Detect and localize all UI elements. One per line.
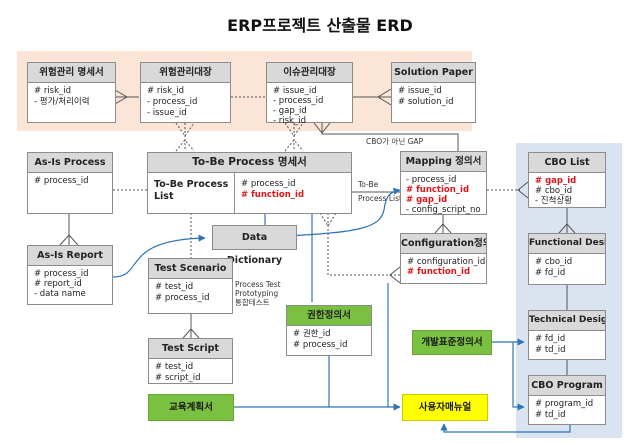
optional-crowfoot-icon: [175, 122, 195, 137]
field: # process_id: [241, 179, 296, 189]
field: - config_script_no: [406, 205, 481, 215]
entity-title: 위험관리대장: [141, 63, 230, 83]
doc-user-manual[interactable]: 사용자매뉴얼: [402, 394, 488, 421]
flow-datadict-mapping: [287, 187, 401, 237]
page-title: ERP프로젝트 산출물 ERD: [227, 16, 413, 35]
field: # script_id: [155, 373, 201, 383]
tobe-process-list-label: To-Be Process List: [148, 173, 235, 213]
test-type-label: 통합테스트: [235, 298, 270, 307]
field: # 권한_id: [293, 329, 331, 339]
entity-title: 이슈관리대장: [267, 63, 352, 83]
key-field: # function_id: [407, 267, 471, 277]
crowfoot-icon: [182, 328, 200, 339]
field: # process_id: [34, 269, 89, 279]
entity-asis-report[interactable]: As-Is Report # process_id # report_id - …: [27, 245, 113, 305]
field: # risk_id: [147, 86, 185, 96]
entity-configuration[interactable]: Configuration정의 # configuration_id # fun…: [400, 233, 487, 284]
key-field: # function_id: [241, 190, 305, 200]
key-field: # gap_id: [535, 176, 577, 186]
entity-tobe-process[interactable]: To-Be Process 명세서 To-Be Process List # p…: [147, 152, 352, 214]
flow-report-datadict: [112, 234, 206, 278]
entity-title: Solution Paper: [392, 63, 475, 83]
field: - data name: [34, 289, 86, 299]
entity-title: CBO Program: [529, 376, 605, 396]
entity-mapping[interactable]: Mapping 정의서 - process_id # function_id #…: [400, 151, 487, 215]
entity-auth-spec[interactable]: 권한정의서 # 권한_id # process_id: [286, 305, 372, 356]
doc-training-plan[interactable]: 교육계획서: [148, 394, 234, 421]
field: - gap_id: [273, 106, 307, 116]
entity-title: Configuration정의: [401, 234, 486, 254]
field: - process_id: [147, 97, 198, 107]
label-tobe: To-Be: [358, 180, 379, 189]
key-field: # gap_id: [406, 195, 448, 205]
entity-title: Functional Design: [529, 234, 605, 254]
crowfoot-icon: [558, 223, 576, 234]
field: - risk_id: [273, 116, 306, 126]
field: - process_id: [273, 96, 324, 106]
rel-issue-mapping: [321, 123, 459, 151]
entity-title: As-Is Process: [28, 153, 112, 173]
entity-cbo-program[interactable]: CBO Program # program_id # td_id: [528, 375, 606, 425]
entity-technical-design[interactable]: Technical Design # fd_id # td_id: [528, 310, 606, 360]
crowfoot-icon: [389, 266, 401, 284]
entity-title: Technical Design: [529, 311, 605, 331]
entity-risk-ledger[interactable]: 위험관리대장 # risk_id - process_id - issue_id: [140, 62, 231, 123]
field: # risk_id: [34, 86, 72, 96]
field: - issue_id: [147, 108, 187, 118]
field: - process_id: [406, 175, 457, 185]
crowfoot-icon: [377, 88, 392, 106]
entity-test-scenario[interactable]: Test Scenario # test_id # process_id: [148, 258, 233, 314]
entity-title: Mapping 정의서: [401, 152, 486, 172]
field: # fd_id: [535, 268, 566, 278]
crowfoot-icon: [59, 234, 79, 246]
entity-risk-spec[interactable]: 위험관리 명세서 # risk_id - 평가/처리이력: [27, 62, 116, 123]
flow-devstd-program: [512, 342, 525, 411]
entity-test-script[interactable]: Test Script # test_id # script_id: [148, 338, 233, 384]
doc-dev-standard[interactable]: 개발표준정의서: [412, 330, 492, 355]
entity-title: 위험관리 명세서: [28, 63, 115, 83]
field: # process_id: [155, 293, 210, 303]
entity-title: As-Is Report: [28, 246, 112, 266]
doc-data-dictionary[interactable]: Data Dictionary: [212, 225, 297, 266]
field: - 평가/처리이력: [34, 97, 90, 107]
field: # issue_id: [398, 86, 442, 96]
field: # configuration_id: [407, 257, 486, 267]
field: # cbo_id: [535, 257, 573, 267]
flow-program-manual: [440, 423, 571, 433]
entity-title: CBO List: [529, 153, 605, 173]
entity-title: Test Script: [149, 339, 232, 359]
entity-cbo-list[interactable]: CBO List # gap_id # cbo_id - 진척상황: [528, 152, 606, 208]
crowfoot-icon: [114, 89, 128, 105]
entity-solution-paper[interactable]: Solution Paper # issue_id # solution_id: [391, 62, 476, 123]
field: # program_id: [535, 399, 594, 409]
field: # issue_id: [273, 86, 317, 96]
field: # fd_id: [535, 334, 566, 344]
entity-title: Test Scenario: [149, 259, 232, 279]
entity-title: To-Be Process 명세서: [148, 153, 351, 173]
field: # td_id: [535, 410, 566, 420]
label-process-list: Process List: [358, 194, 402, 203]
entity-title: 권한정의서: [287, 306, 371, 326]
field: # process_id: [293, 340, 348, 350]
field: # test_id: [155, 362, 194, 372]
field: # test_id: [155, 282, 194, 292]
field: # td_id: [535, 345, 566, 355]
field: # report_id: [34, 279, 82, 289]
field: # process_id: [34, 176, 89, 186]
label-cbo-not-gap: CBO가 아닌 GAP: [366, 137, 424, 146]
field: # solution_id: [398, 97, 454, 107]
field: # cbo_id: [535, 186, 573, 196]
test-type-label: Prototyping: [235, 289, 279, 298]
field: - 진척상황: [535, 196, 573, 206]
test-type-label: Process Test: [235, 280, 281, 289]
key-field: # function_id: [406, 185, 470, 195]
entity-functional-design[interactable]: Functional Design # cbo_id # fd_id: [528, 233, 606, 285]
crowfoot-icon: [434, 223, 452, 234]
optional-crowfoot-icon: [284, 122, 304, 137]
entity-asis-process[interactable]: As-Is Process # process_id: [27, 152, 113, 214]
crowfoot-icon: [517, 181, 529, 199]
entity-issue-ledger[interactable]: 이슈관리대장 # issue_id - process_id - gap_id …: [266, 62, 353, 126]
